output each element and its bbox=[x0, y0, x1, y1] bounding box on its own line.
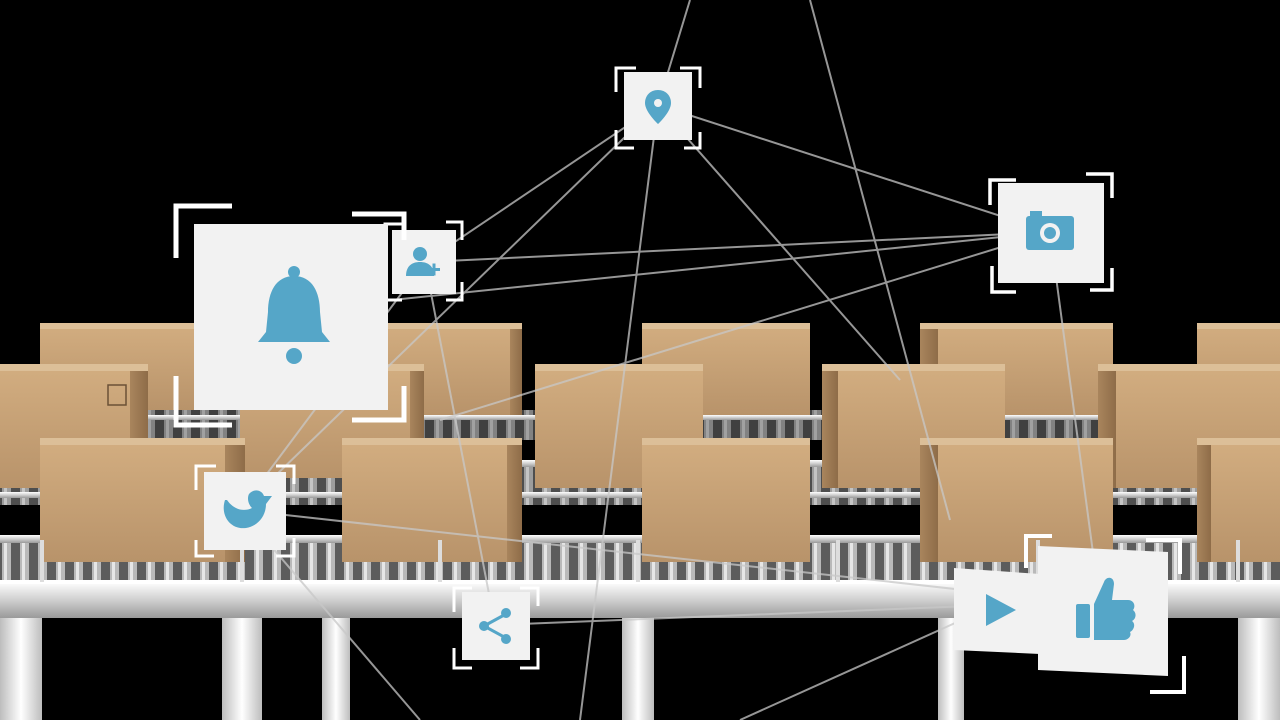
network-line bbox=[1049, 231, 1101, 606]
conveyor-leg bbox=[622, 618, 654, 720]
network-lines bbox=[239, 0, 1101, 720]
share-icon bbox=[479, 608, 511, 644]
network-line bbox=[424, 231, 1051, 263]
boxes-front-row bbox=[40, 438, 1280, 562]
add-user-icon bbox=[406, 247, 440, 276]
thumbs-up-icon bbox=[1076, 577, 1136, 640]
conveyor-leg bbox=[322, 618, 350, 720]
camera-icon bbox=[1026, 211, 1074, 250]
location-card bbox=[614, 66, 702, 150]
network-line bbox=[579, 104, 659, 720]
like-card bbox=[1024, 534, 1186, 694]
network-line bbox=[294, 231, 1051, 311]
share-card bbox=[452, 586, 540, 670]
location-pin-icon bbox=[645, 90, 671, 124]
conveyor-leg bbox=[222, 618, 262, 720]
bird-card bbox=[194, 464, 296, 558]
play-icon bbox=[986, 594, 1016, 626]
network-line bbox=[424, 104, 659, 263]
cardboard-box bbox=[920, 438, 1113, 562]
network-line bbox=[739, 604, 996, 720]
network-line bbox=[424, 261, 496, 626]
network-line bbox=[494, 604, 996, 626]
network-line bbox=[239, 104, 659, 511]
add-user-card bbox=[383, 220, 464, 302]
cardboard-box bbox=[642, 438, 810, 562]
network-line bbox=[809, 0, 951, 521]
bell-icon bbox=[258, 266, 330, 364]
network-line bbox=[657, 104, 901, 381]
bird-icon bbox=[223, 490, 272, 529]
camera-card bbox=[988, 172, 1114, 294]
cardboard-box bbox=[342, 438, 522, 562]
network-line bbox=[439, 231, 1051, 421]
conveyor-leg bbox=[0, 618, 42, 720]
network-line bbox=[657, 104, 1051, 233]
notification-card bbox=[173, 203, 407, 428]
play-card bbox=[954, 568, 1040, 654]
conveyor-leg bbox=[1238, 618, 1280, 720]
